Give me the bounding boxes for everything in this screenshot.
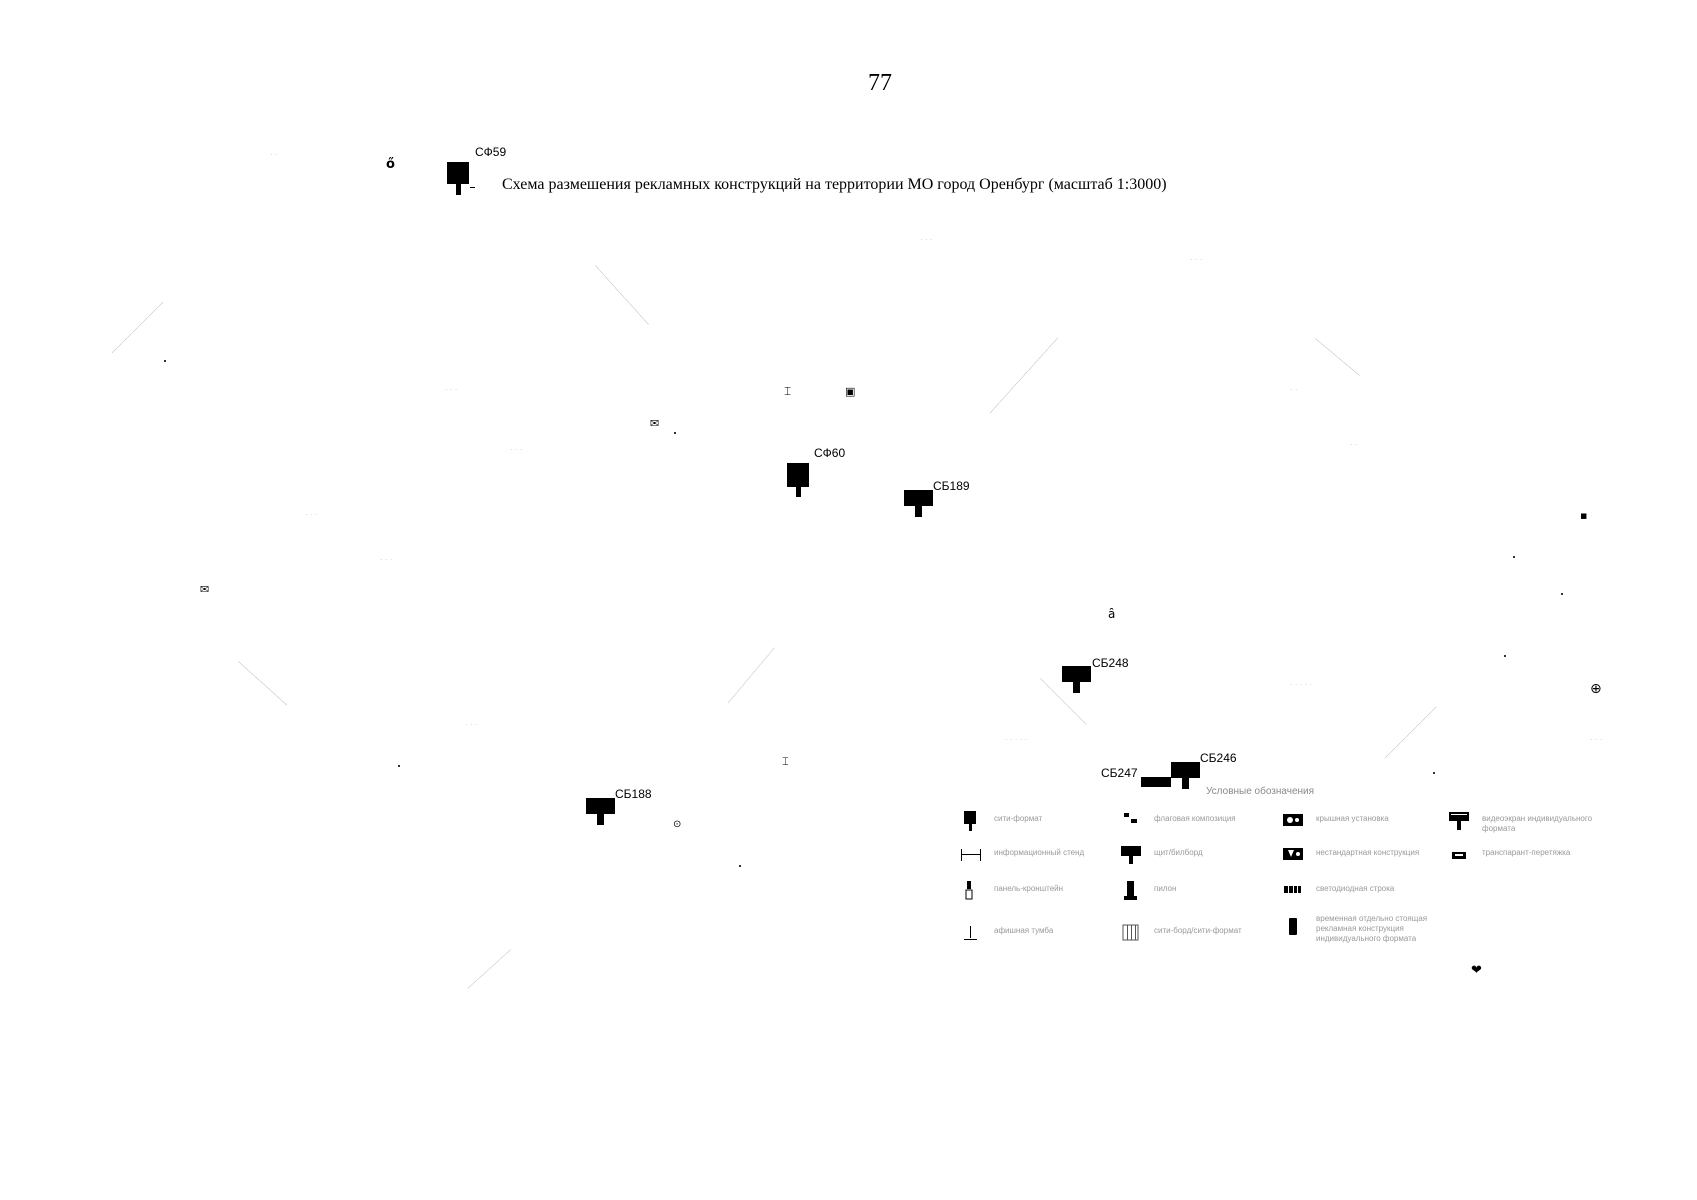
legend-label: временная отдельно стоящая рекламная кон… [1316, 914, 1428, 943]
legend-item: видеоэкран индивидуального формата [1448, 810, 1613, 834]
legend-item: информационный стенд [960, 844, 1125, 868]
mail-icon: ✉ [200, 583, 210, 596]
building-icon: ⌶ [782, 755, 789, 768]
legend-item: крышная установка [1282, 810, 1447, 834]
legend-label: панель-кронштейн [994, 884, 1064, 893]
roof-installation-icon [1283, 814, 1303, 826]
legend-label: нестандартная конструкция [1316, 848, 1420, 857]
billboard-icon [1141, 777, 1171, 787]
legend-label: информационный стенд [994, 848, 1085, 857]
legend-item: панель-кронштейн [960, 880, 1125, 904]
legend-item: афишная тумба [960, 922, 1125, 946]
temporary-construction-icon [1289, 918, 1297, 935]
led-line-icon [1284, 886, 1301, 893]
city-format-icon [787, 463, 809, 487]
building-icon: ⌶ [784, 384, 792, 398]
marker-label-sf60: СФ60 [814, 446, 846, 460]
billboard-icon [1171, 762, 1200, 778]
legend-item: нестандартная конструкция [1282, 844, 1447, 868]
billboard-icon [586, 798, 615, 814]
map-point [164, 360, 166, 362]
info-stand-icon [961, 849, 981, 861]
marker-label-sb247: СБ247 [1101, 766, 1138, 780]
bracket-panel-icon [965, 881, 973, 900]
legend-item: транспарант-перетяжка [1448, 844, 1613, 868]
marker-label-sf59: СФ59 [475, 145, 507, 159]
marker-label-sb248: СБ248 [1092, 656, 1129, 670]
city-board-icon [1122, 924, 1139, 941]
pylon-icon [1124, 881, 1137, 900]
legend-item: сити-борд/сити-формат [1120, 922, 1285, 946]
legend-title: Условные обозначения [1206, 786, 1315, 797]
map-point [739, 865, 741, 867]
billboard-icon [1121, 846, 1141, 864]
legend-label: флаговая композиция [1154, 814, 1236, 823]
city-format-icon [447, 162, 469, 184]
billboard-marker-sb188[interactable] [585, 797, 617, 827]
legend-label: сити-формат [994, 814, 1043, 823]
billboard-icon [904, 490, 933, 506]
legend-label: видеоэкран индивидуального формата [1482, 814, 1593, 833]
legend-item: пилон [1120, 880, 1285, 904]
marker-label-sb188: СБ188 [615, 787, 652, 801]
legend-item: временная отдельно стоящая рекламная кон… [1282, 910, 1447, 954]
nonstandard-construction-icon [1283, 848, 1303, 860]
page-number: 77 [868, 70, 892, 96]
legend-label: сити-борд/сити-формат [1154, 926, 1242, 935]
billboard-marker-sb246[interactable] [1170, 761, 1202, 791]
heart-icon: ❤ [1471, 963, 1482, 978]
billboard-marker-sb247[interactable] [1140, 776, 1172, 788]
legend-label: крышная установка [1316, 814, 1389, 823]
map-point [398, 765, 400, 767]
map-point [1504, 655, 1506, 657]
mail-icon: ✉ [650, 417, 660, 430]
legend-item: щит/билборд [1120, 844, 1285, 868]
pin-icon: ▪ [1580, 509, 1588, 522]
poster-column-icon [964, 926, 977, 940]
city-format-marker-sf60[interactable] [786, 462, 812, 498]
billboard-marker-sb248[interactable] [1061, 665, 1093, 695]
legend-label: щит/билборд [1154, 848, 1203, 857]
billboard-marker-sb189[interactable] [903, 489, 935, 519]
building-icon: ▣ [845, 385, 856, 398]
legend-label: транспарант-перетяжка [1482, 848, 1571, 857]
legend-label: светодиодная строка [1316, 884, 1395, 893]
marker-label-sb246: СБ246 [1200, 751, 1237, 765]
map-point [1513, 556, 1515, 558]
map-point [1561, 593, 1563, 595]
legend-item: сити-формат [960, 810, 1125, 834]
flag-composition-icon [1124, 813, 1137, 823]
marker-label-sb189: СБ189 [933, 479, 970, 493]
map-title: Схема размешения рекламных конструкций н… [502, 176, 1167, 193]
map-point [1433, 772, 1435, 774]
city-format-marker-sf59[interactable] [446, 161, 476, 197]
billboard-icon [1062, 666, 1091, 682]
medical-icon: ⊕ [1590, 681, 1602, 697]
city-format-icon [964, 811, 976, 831]
shop-icon: ő [386, 157, 395, 172]
legend-item: флаговая композиция [1120, 810, 1285, 834]
target-icon: ⊙ [673, 819, 682, 830]
pharmacy-icon: ȃ [1108, 607, 1116, 621]
video-screen-icon [1449, 812, 1469, 830]
legend-label: пилон [1154, 884, 1177, 893]
banner-stretch-icon [1452, 852, 1466, 859]
map-legend: Условные обозначения сити-формат флагова… [960, 784, 1650, 964]
legend-label: афишная тумба [994, 926, 1054, 935]
legend-item: светодиодная строка [1282, 880, 1447, 904]
map-point [674, 432, 676, 434]
